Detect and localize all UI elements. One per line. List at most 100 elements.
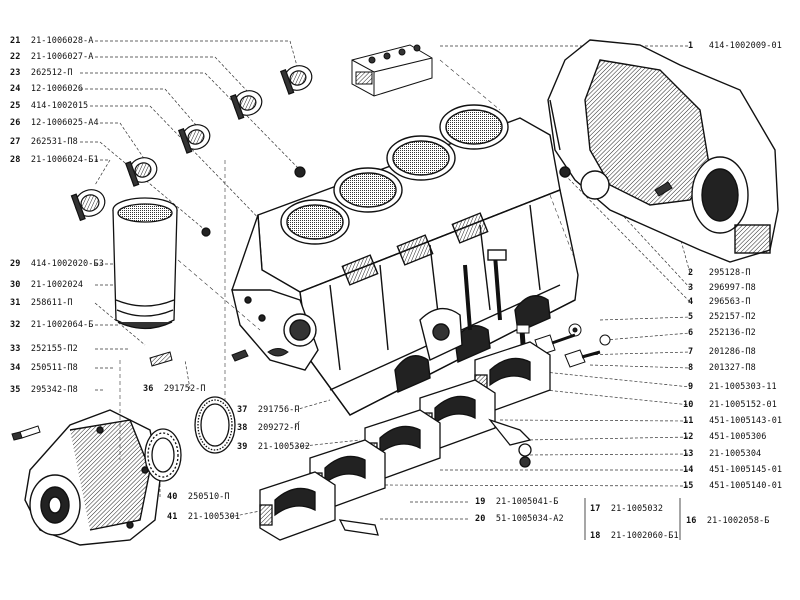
callout-26: 26 12-1006025-А4 (10, 118, 99, 128)
callout-number: 28 (10, 155, 21, 165)
callout-6: 6 252136-П2 (688, 328, 756, 338)
callout-number: 2 (688, 268, 694, 278)
part-number: 21-1005302 (257, 442, 311, 452)
callout-number: 41 (167, 512, 178, 522)
callout-number: 7 (688, 347, 694, 357)
part-number: 21-1002058-Б (706, 516, 770, 526)
part-number: 414-1002020-Б3 (30, 259, 104, 269)
cylinder-block (231, 104, 579, 416)
part-number: 451-1005143-01 (709, 416, 783, 426)
callout-number: 27 (10, 137, 21, 147)
callout-number: 40 (167, 492, 178, 502)
callout-16: 16 21-1002058-Б (686, 516, 769, 526)
part-number: 209272-П (257, 423, 300, 433)
callout-36: 36 291752-П (143, 384, 206, 394)
callout-31: 31 258611-П (10, 298, 73, 308)
callout-number: 29 (10, 259, 21, 269)
callout-3: 3 296997-П8 (688, 283, 756, 293)
construction-lines (119, 59, 576, 460)
part-number: 295128-П (708, 268, 751, 278)
callout-40: 40 250510-П (167, 492, 230, 502)
part-number: 21-1005304 (709, 449, 762, 459)
callout-4: 4 296563-П (688, 297, 751, 307)
callout-number: 6 (688, 328, 694, 338)
part-number: 252157-П2 (708, 312, 756, 322)
callout-20: 20 51-1005034-А2 (475, 514, 564, 524)
callout-number: 14 (683, 465, 694, 475)
part-number: 451-1005140-01 (709, 481, 783, 491)
callout-number: 26 (10, 118, 21, 128)
callout-34: 34 250511-П8 (10, 363, 78, 373)
callout-8: 8 201327-П8 (688, 363, 756, 373)
callout-23: 23 262512-П (10, 68, 73, 78)
callout-35: 35 295342-П8 (10, 385, 78, 395)
part-number: 21-1002064-Б (30, 320, 94, 330)
bearing-shells-set (70, 65, 313, 237)
callout-number: 35 (10, 385, 21, 395)
callout-number: 20 (475, 514, 486, 524)
part-number: 21-1002060-Б1 (610, 531, 679, 541)
part-number: 12-1006025-А4 (30, 118, 99, 128)
callout-number: 17 (590, 504, 601, 514)
small-fasteners (11, 348, 289, 441)
callout-33: 33 252155-П2 (10, 344, 78, 354)
callout-9: 9 21-1005303-11 (688, 382, 777, 392)
part-number: 262512-П (30, 68, 73, 78)
callout-number: 34 (10, 363, 21, 373)
callout-15: 15 451-1005140-01 (683, 481, 782, 491)
callout-19: 19 21-1005041-Б (475, 497, 558, 507)
part-number: 451-1005306 (709, 432, 767, 442)
callout-22: 22 21-1006027-А (10, 52, 93, 62)
callout-number: 3 (688, 283, 694, 293)
callout-38: 38 209272-П (237, 423, 300, 433)
part-number: 295342-П8 (30, 385, 78, 395)
callout-number: 5 (688, 312, 694, 322)
callout-25: 25 414-1002015 (10, 101, 88, 111)
callout-number: 11 (683, 416, 694, 426)
callout-2: 2 295128-П (688, 268, 751, 278)
callout-12: 12 451-1005306 (683, 432, 767, 442)
part-number: 252136-П2 (708, 328, 756, 338)
callout-37: 37 291756-П (237, 405, 300, 415)
callout-18: 18 21-1002060-Б1 (590, 531, 679, 541)
callout-5: 5 252157-П2 (688, 312, 756, 322)
callout-number: 16 (686, 516, 697, 526)
callout-number: 32 (10, 320, 21, 330)
seal-rings (144, 396, 236, 482)
callout-number: 19 (475, 497, 486, 507)
part-number: 451-1005145-01 (709, 465, 783, 475)
part-number: 21-1006028-А (30, 36, 94, 46)
callout-number: 36 (143, 384, 154, 394)
timing-cover (24, 409, 161, 546)
callout-1: 1 414-1002009-01 (688, 41, 782, 51)
clutch-housing (547, 39, 779, 263)
callout-11: 11 451-1005143-01 (683, 416, 782, 426)
part-number: 201286-П8 (708, 347, 756, 357)
callout-number: 21 (10, 36, 21, 46)
part-number: 21-1005032 (610, 504, 664, 514)
callout-7: 7 201286-П8 (688, 347, 756, 357)
part-number: 296563-П (708, 297, 751, 307)
callout-number: 15 (683, 481, 694, 491)
callout-number: 30 (10, 280, 21, 290)
part-number: 296997-П8 (708, 283, 756, 293)
callout-number: 31 (10, 298, 21, 308)
callout-number: 1 (688, 41, 694, 51)
part-number: 414-1002015 (30, 101, 89, 111)
callout-28: 28 21-1006024-Б1 (10, 155, 99, 165)
callout-number: 33 (10, 344, 21, 354)
part-number: 262531-П8 (30, 137, 78, 147)
part-number: 291756-П (257, 405, 300, 415)
callout-32: 32 21-1002064-Б (10, 320, 93, 330)
callout-number: 12 (683, 432, 694, 442)
callout-39: 39 21-1005302 (237, 442, 310, 452)
part-number: 250511-П8 (30, 363, 78, 373)
part-number: 258611-П (30, 298, 73, 308)
part-number: 51-1005034-А2 (495, 514, 564, 524)
callout-30: 30 21-1002024 (10, 280, 83, 290)
part-number: 414-1002009-01 (708, 41, 782, 51)
callout-number: 10 (683, 400, 694, 410)
part-number: 291752-П (163, 384, 206, 394)
